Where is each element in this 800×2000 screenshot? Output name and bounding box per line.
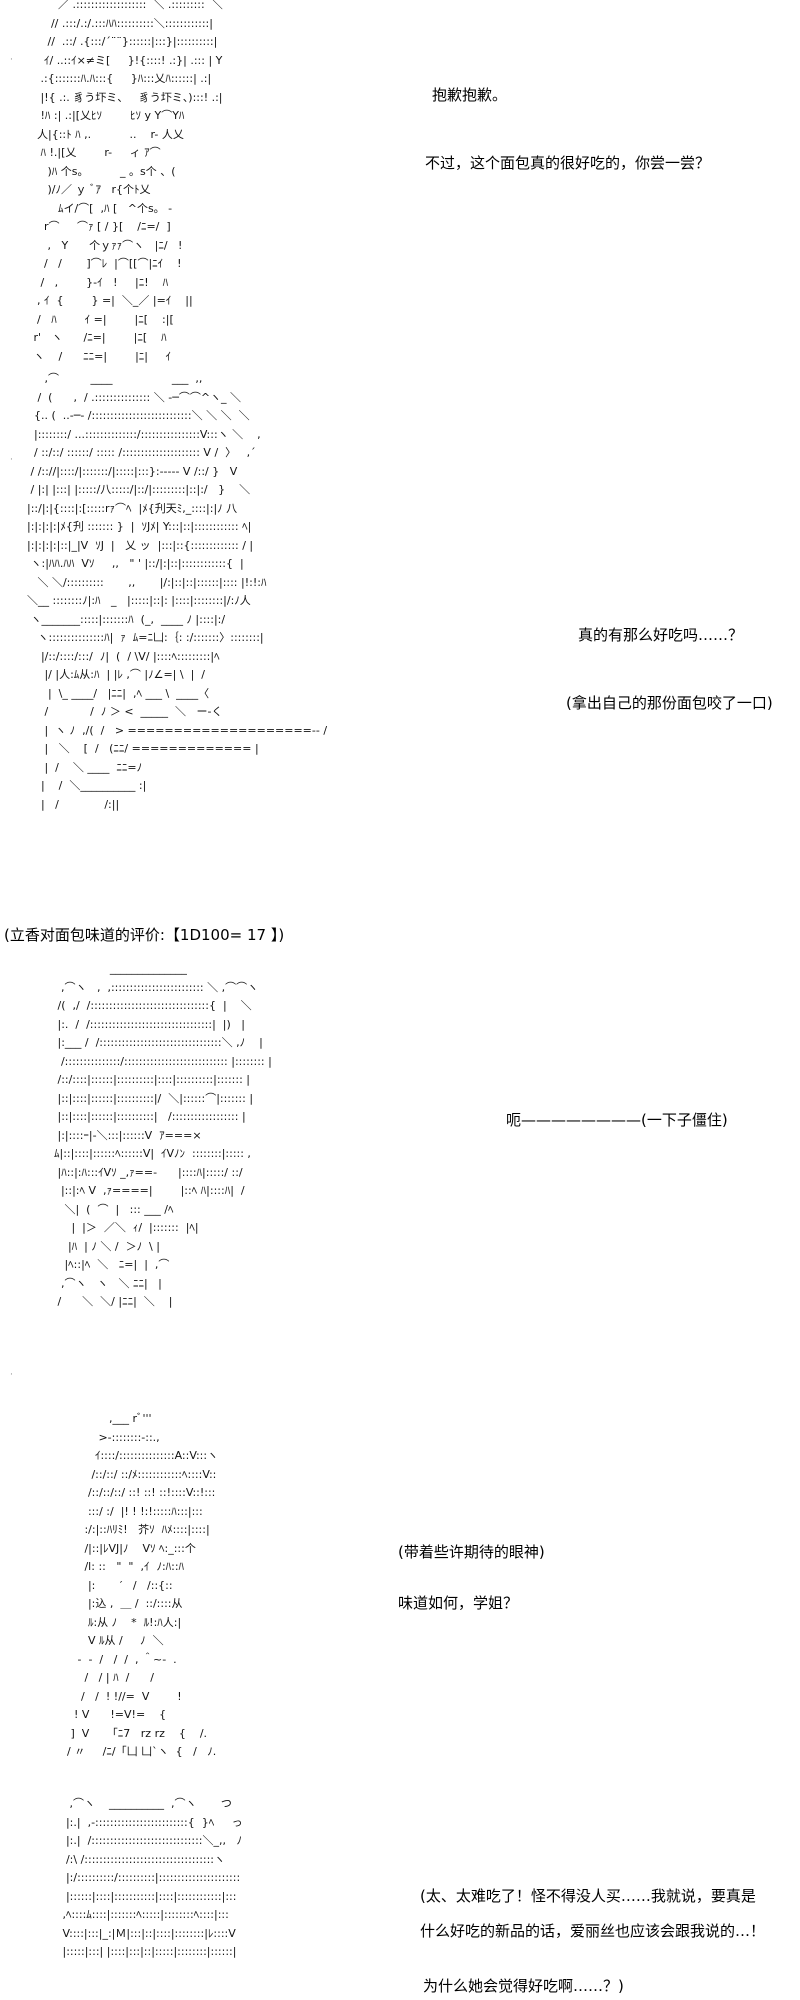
ascii-art-figure-3: ______________ ,⌒ヽ , ,::::::::::::::::::… — [53, 962, 272, 1308]
ascii-art-figure-1: ／ .::::::::::::::::::: ＼ .::::::::: ＼ //… — [33, 0, 223, 363]
thought-line: (太、太难吃了！怪不得没人买……我就说，要真是 — [420, 1887, 756, 1905]
thought-line: 为什么她会觉得好吃啊……？) — [423, 1977, 624, 1995]
dialogue-line: 呃————————(一下子僵住) — [506, 1111, 728, 1129]
dialogue-line: 不过，这个面包真的很好吃的，你尝一尝？ — [425, 154, 711, 172]
ascii-art-figure-5: ,⌒ヽ __________ ,⌒ヽ つ |:.| ,-::::::::::::… — [62, 1797, 243, 1958]
narration-line: (拿出自己的那份面包咬了一口) — [566, 694, 773, 712]
dialogue-line: 味道如何，学姐？ — [398, 1594, 519, 1612]
margin-dot: · — [10, 55, 13, 65]
ascii-art-figure-4: ,___ rﾞ''' >-::::::::-::., ｲ::::/:::::::… — [66, 1412, 219, 1758]
margin-dot: · — [10, 455, 13, 465]
ascii-art-figure-2: ,⌒ ____ ___ ,, / ( , / .::::::::::::::: … — [26, 372, 328, 811]
narration-line: (带着些许期待的眼神) — [398, 1543, 545, 1561]
thought-line: 什么好吃的新品的话，爱丽丝也应该会跟我说的…！ — [420, 1922, 766, 1940]
margin-dot: · — [10, 1370, 13, 1380]
dialogue-line: 抱歉抱歉。 — [432, 86, 508, 104]
dice-result: (立香对面包味道的评价:【1D100= 17 】) — [4, 926, 285, 944]
dialogue-line: 真的有那么好吃吗……？ — [578, 626, 744, 644]
